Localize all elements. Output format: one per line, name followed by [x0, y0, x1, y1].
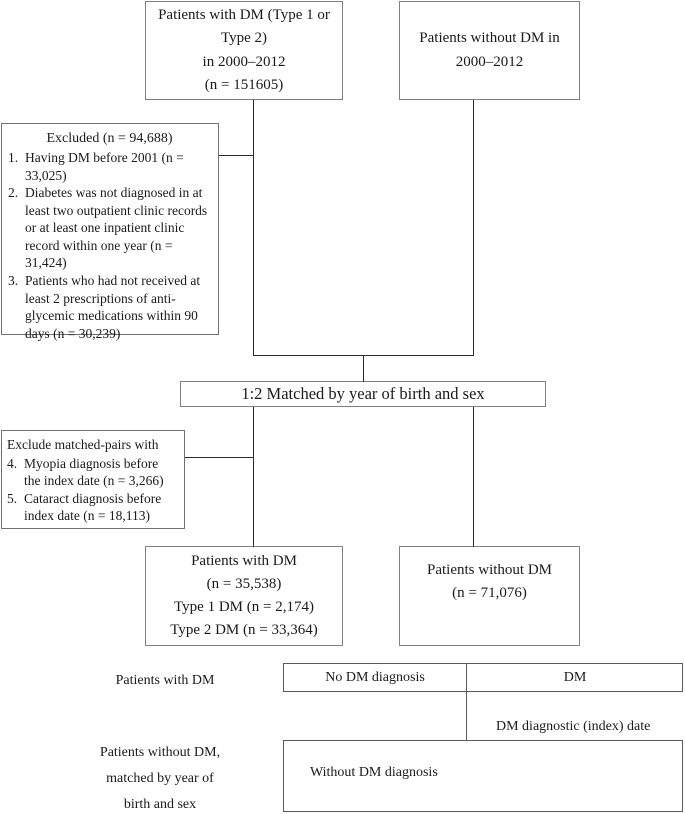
node-dm-cohort-line-4: (n = 151605): [204, 76, 284, 93]
timeline-without-dm-band-label: Without DM diagnosis: [310, 765, 438, 780]
node-final-dm-line-1: Patients with DM: [191, 552, 297, 569]
node-final-nondm-line-1: Patients without DM: [426, 562, 552, 578]
node-excluded-item-2-text: Diabetes was not diagnosed in at least t…: [25, 185, 208, 271]
connector-excluded-elbow: [219, 155, 254, 156]
node-exclude-pairs-item-4-number: 4.: [7, 455, 18, 471]
node-final-dm-line-4: Type 2 DM (n = 33,364): [170, 622, 318, 639]
node-final-dm-line-3: Type 1 DM (n = 2,174): [174, 599, 314, 615]
node-dm-cohort-line-2: Type 2): [220, 30, 268, 47]
node-matched: 1:2 Matched by year of birth and sex: [180, 381, 546, 407]
node-exclude-pairs: Exclude matched-pairs with 4. Myopia dia…: [1, 430, 185, 529]
connector-exclude-pairs-elbow: [185, 457, 254, 458]
connector-matched-to-final-dm: [253, 407, 254, 547]
node-excluded: Excluded (n = 94,688) 1. Having DM befor…: [1, 123, 219, 341]
timeline-segment-no-dm: No DM diagnosis: [325, 669, 425, 685]
node-dm-cohort: Patients with DM (Type 1 or Type 2) in 2…: [145, 1, 343, 100]
node-exclude-pairs-item-4: 4. Myopia diagnosis before the index dat…: [7, 455, 178, 490]
node-exclude-pairs-item-4-text: Myopia diagnosis before the index date (…: [24, 455, 164, 489]
node-exclude-pairs-item-5-number: 5.: [7, 490, 18, 506]
node-exclude-pairs-item-5-text: Cataract diagnosis before index date (n …: [24, 490, 162, 524]
node-final-nondm-line-2: (n = 71,076): [452, 585, 527, 602]
connector-junction-to-matched: [363, 355, 364, 382]
node-excluded-item-2: 2. Diabetes was not diagnosed in at leas…: [8, 184, 211, 272]
node-excluded-item-3-text: Patients who had not received at least 2…: [25, 273, 201, 341]
timeline-label-nondm: Patients without DM, matched by year of …: [99, 745, 221, 812]
timeline-index-date-annotation: DM diagnostic (index) date: [496, 719, 651, 734]
timeline-label-dm: Patients with DM: [115, 673, 215, 688]
connector-matched-to-final-nondm: [473, 407, 474, 547]
node-exclude-pairs-item-5: 5. Cataract diagnosis before index date …: [7, 490, 178, 525]
node-excluded-item-3: 3. Patients who had not received at leas…: [8, 272, 211, 342]
timeline-strip-divider: [466, 663, 467, 692]
node-exclude-pairs-header: Exclude matched-pairs with: [7, 437, 159, 452]
connector-dm-cohort-stem: [253, 100, 254, 356]
timeline-strip-dm-row: [283, 663, 683, 692]
node-final-nondm: Patients without DM (n = 71,076): [399, 546, 580, 646]
node-excluded-header: Excluded (n = 94,688): [46, 131, 173, 146]
node-excluded-item-3-number: 3.: [8, 273, 19, 289]
node-final-dm: Patients with DM (n = 35,538) Type 1 DM …: [145, 546, 343, 646]
node-excluded-item-1: 1. Having DM before 2001 (n = 33,025): [8, 149, 211, 184]
node-nondm-cohort-line-2: 2000–2012: [455, 53, 524, 70]
node-excluded-item-1-number: 1.: [8, 150, 19, 166]
node-nondm-cohort-line-1: Patients without DM in: [419, 30, 560, 47]
timeline-segment-dm: DM: [563, 669, 587, 685]
timeline-strip-nondm-row: [283, 740, 683, 812]
node-final-dm-line-2: (n = 35,538): [206, 575, 282, 592]
node-excluded-item-1-text: Having DM before 2001 (n = 33,025): [25, 150, 184, 183]
connector-nondm-cohort-stem: [473, 100, 474, 356]
node-nondm-cohort: Patients without DM in 2000–2012: [399, 1, 580, 100]
node-matched-label: 1:2 Matched by year of birth and sex: [241, 384, 485, 404]
node-excluded-item-2-number: 2.: [8, 185, 19, 201]
node-dm-cohort-line-3: in 2000–2012: [202, 53, 286, 70]
timeline-index-date-divider: [466, 692, 467, 740]
node-dm-cohort-line-1: Patients with DM (Type 1 or: [158, 7, 330, 23]
